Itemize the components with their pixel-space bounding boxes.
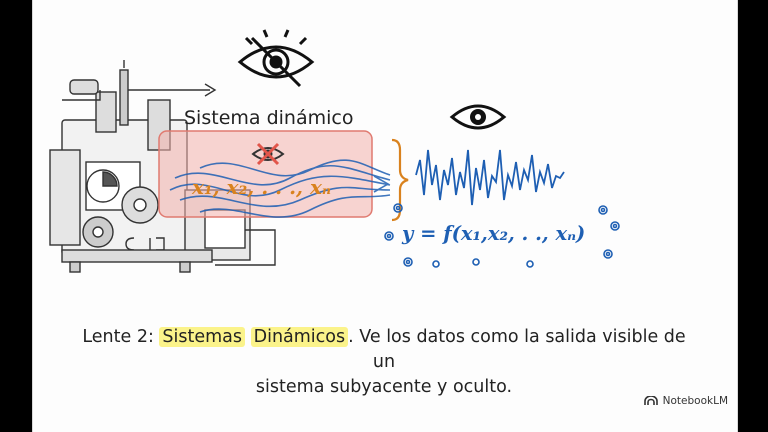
brand-name: NotebookLM: [662, 395, 728, 407]
hidden-state-variables: x₁, x₂, . . ., xₙ: [191, 175, 331, 199]
caption-line-1-rest: . Ve los datos como la salida visible de…: [348, 327, 686, 372]
slide-caption: Lente 2: Sistemas Dinámicos. Ve los dato…: [70, 325, 698, 400]
swirl-decorations: [384, 203, 620, 268]
system-label: Sistema dinámico: [184, 107, 353, 129]
highlight-sistemas: Sistemas: [159, 327, 246, 347]
crossed-eye-icon: [251, 142, 285, 166]
notebooklm-logo-icon: [643, 396, 658, 405]
wave-lines: [169, 159, 391, 218]
hidden-eye-icon: [237, 29, 315, 88]
caption-prefix: Lente 2:: [82, 327, 160, 347]
output-brace: [391, 138, 409, 222]
observer-eye-icon: [449, 104, 507, 130]
output-signal: [415, 149, 565, 206]
highlight-dinamicos: Dinámicos: [250, 327, 349, 347]
caption-line-2: sistema subyacente y oculto.: [255, 377, 513, 397]
output-equation: y = f(x₁,x₂, . ., xₙ): [401, 222, 585, 245]
notebooklm-brand: NotebookLM: [643, 395, 728, 407]
